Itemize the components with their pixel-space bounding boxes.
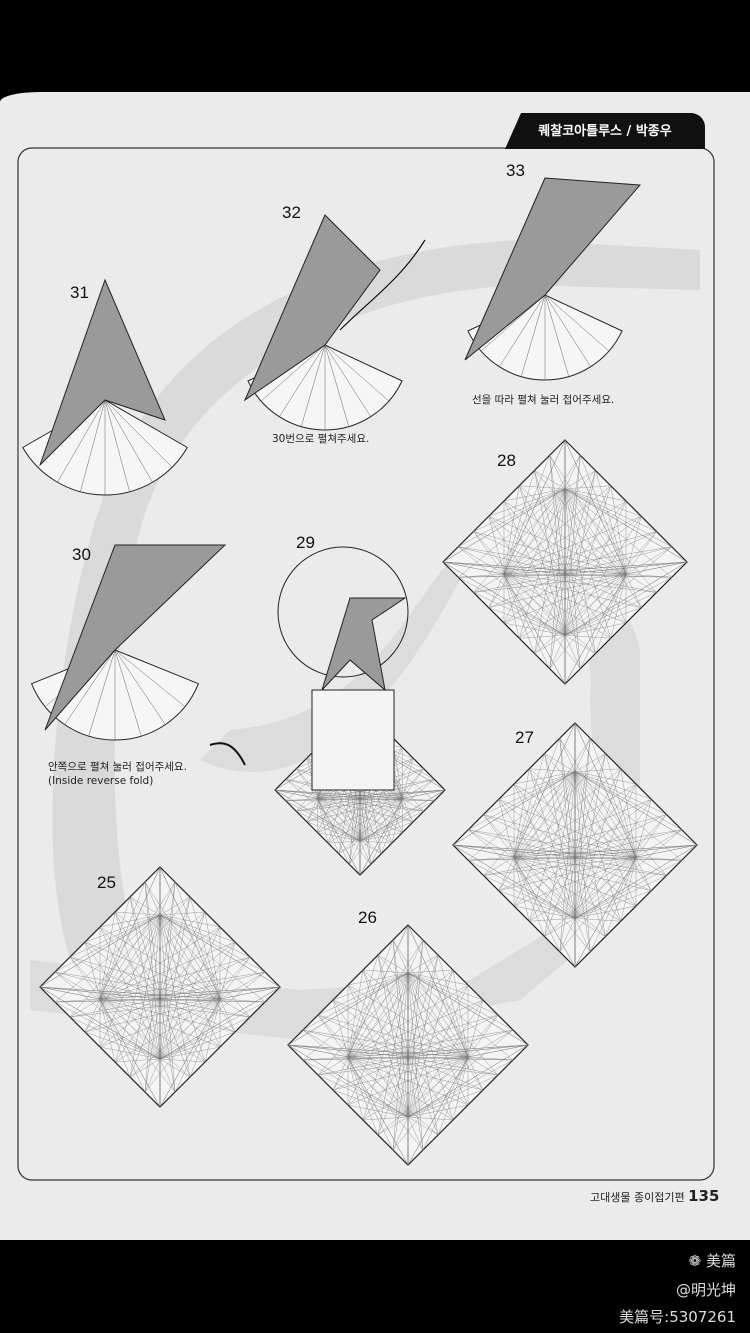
caption-english: (Inside reverse fold) — [48, 775, 154, 787]
step-33-diagram-flap — [464, 177, 642, 361]
step-31-diagram-base — [22, 399, 188, 496]
watermark-user: @明光坤 — [675, 1281, 736, 1299]
book-title: 고대생물 종이접기편 — [590, 1191, 685, 1204]
step-32-diagram-flap — [243, 214, 381, 402]
watermark-brand: ❁ 美篇 — [689, 1250, 736, 1271]
fold-arrow — [339, 239, 426, 331]
step-31-diagram-flap — [39, 278, 166, 466]
step-30-diagram-flap — [44, 544, 227, 731]
step-number-28: 28 — [497, 451, 516, 470]
step-number-26: 26 — [358, 908, 377, 927]
step-number-27: 27 — [515, 728, 534, 747]
page-footer: 고대생물 종이접기편 135 — [590, 1187, 719, 1205]
step-number-33: 33 — [506, 161, 525, 180]
step-caption-33: 선을 따라 펼쳐 눌러 접어주세요. — [472, 394, 615, 406]
step-number-25: 25 — [97, 873, 116, 892]
step-28-diagram — [442, 439, 688, 685]
watermark-id: 美篇号:5307261 — [619, 1308, 736, 1326]
step-number-29: 29 — [296, 533, 315, 552]
step-number-30: 30 — [72, 545, 91, 564]
step-26-diagram — [287, 924, 529, 1166]
step-30-diagram-base — [30, 649, 200, 741]
meipian-logo-icon: ❁ — [688, 1252, 702, 1270]
step-29-diagram-flap — [321, 597, 407, 692]
caption-korean: 안쪽으로 펼쳐 눌러 접어주세요. — [48, 761, 187, 773]
turn-over-arrow-icon — [209, 742, 246, 766]
step-29-diagram-body — [311, 689, 395, 791]
step-caption-30: 안쪽으로 펼쳐 눌러 접어주세요. (Inside reverse fold) — [48, 760, 187, 788]
step-25-diagram — [39, 866, 281, 1108]
page-frame — [17, 147, 715, 1181]
header-title-tab: 퀘찰코아틀루스 / 박종우 — [505, 113, 705, 149]
step-number-31: 31 — [70, 283, 89, 302]
step-number-32: 32 — [282, 203, 301, 222]
step-29-zoom-circle — [277, 546, 409, 678]
brand-name: 美篇 — [705, 1252, 736, 1270]
step-27-diagram — [452, 722, 698, 968]
page-number: 135 — [688, 1187, 720, 1205]
step-caption-32: 30번으로 펼쳐주세요. — [272, 433, 370, 445]
